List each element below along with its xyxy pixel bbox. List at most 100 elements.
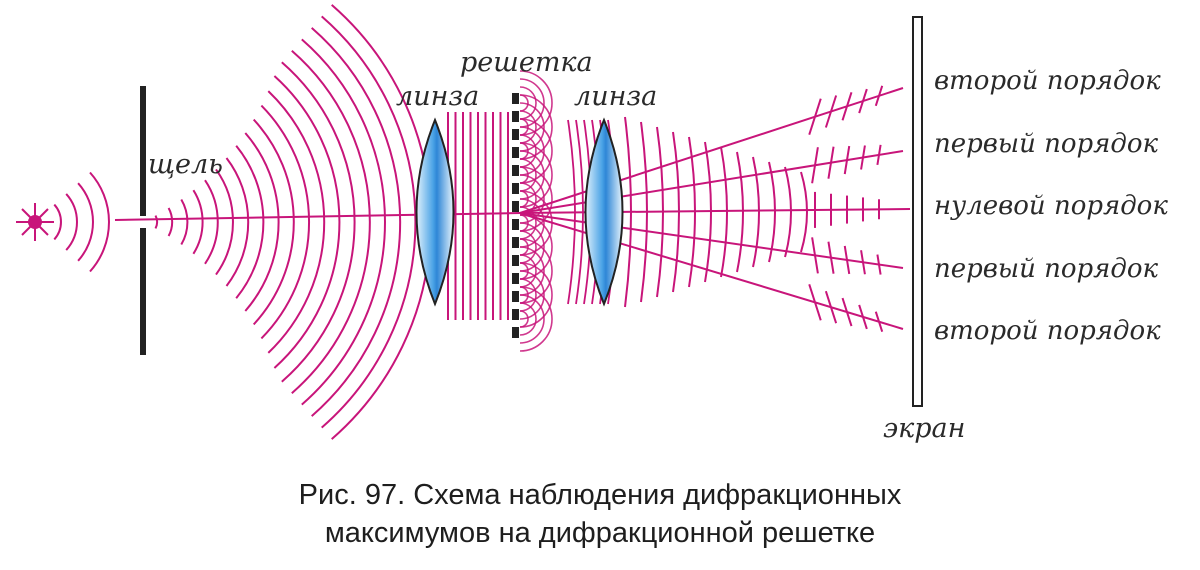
diverging-wavefront [281,61,356,383]
slit-label: щель [148,149,223,180]
outgoing-wavefront [768,161,776,263]
grating-wavelet [519,174,545,224]
diverging-wavefront [252,118,295,326]
order-wavefront-1 [811,147,819,184]
diffracted-ray-0 [519,87,904,214]
order-wavefront-4 [874,311,884,333]
grating-slit-bar [512,219,519,230]
outgoing-wavefront [736,151,744,273]
source-wavefront [65,193,78,251]
grating-slit-bar [512,309,519,320]
grating-wavelet [519,286,553,352]
figure-caption-line1: Рис. 97. Схема наблюдения дифракционных [298,479,902,511]
order-wavefront-1 [876,144,882,166]
grating-wavelet [519,310,529,328]
order-wavefront-4 [858,304,868,330]
grating-slit-bar [512,291,519,302]
light-source [16,203,54,241]
diverging-wavefront [204,179,219,265]
diverging-wavefront [180,198,189,246]
grating-wavelet [519,94,553,160]
order-wavefront-3 [827,241,835,274]
grating-wavelet [519,294,545,344]
order-wavefront-1 [827,146,835,179]
lens-right [584,117,624,307]
source-wavefront [89,171,110,273]
order-wavefront-0 [874,85,884,107]
light-rays [114,85,911,333]
order-wavefront-0 [841,91,853,121]
lens-left-label: линза [396,81,479,112]
figure-caption-line2: максимумов на дифракционной решетке [324,517,876,549]
grating-wavelet [519,230,537,264]
grating-wavelet [519,102,545,152]
grating-wavelet [519,262,553,328]
grating-slit-bar [512,129,519,140]
diffracted-ray-1 [519,150,904,214]
grating-slit-bar [512,183,519,194]
grating-wavelet [519,198,545,248]
order-label-first-top: первый порядок [934,129,1158,159]
diverging-wavefront [291,50,371,394]
grating-slit-bar [512,111,519,122]
order-label-zero: нулевой порядок [934,191,1168,221]
grating-wavelet [519,78,545,128]
diverging-wavefront [192,189,204,255]
order-wavefront-4 [808,284,822,321]
order-wavefront-0 [858,88,868,114]
grating-label: решетка [460,47,593,78]
diverging-wavefront [260,104,310,340]
grating-slit-bar [512,201,519,212]
order-wavefront-4 [841,297,853,327]
diverging-wavefront [235,145,265,299]
grating-wavelet [519,70,553,136]
order-label-second-bottom: второй порядок [934,316,1161,346]
source-wavefront [77,182,94,262]
grating-wavelet [519,246,545,296]
diverging-wavefront [225,157,250,287]
grating-wavelet [519,302,537,336]
grating-wavelet [519,278,537,312]
grating-slit-bar [512,327,519,338]
lens-left [415,117,455,307]
lens-right-label: линза [574,81,657,112]
grating-wavelet [519,142,553,208]
outgoing-wavefront [752,156,760,268]
diffracted-ray-3 [519,212,904,269]
order-label-first-bottom: первый порядок [934,254,1158,284]
incident-ray [114,212,521,221]
grating-wavelet [519,150,545,200]
grating-wavelet [519,110,537,144]
grating-wavelet [519,254,537,288]
diverging-wavefront [321,15,417,429]
grating-wavelet [519,270,545,320]
grating-slit-bar [512,237,519,248]
outgoing-wavefront [800,171,808,253]
diverging-wavefront [244,132,280,312]
diverging-wavefront [154,215,158,229]
order-wavefront-4 [824,290,838,324]
diffracted-ray-2 [519,208,911,214]
outgoing-wavefront [720,146,728,278]
order-wavefront-1 [860,145,866,170]
grating-wavelet [519,86,537,120]
grating-slit-bar [512,165,519,176]
grating-wavelet [519,166,553,232]
order-wavefront-3 [811,237,819,274]
grating-wavelet [519,158,537,192]
screen-label: экран [883,413,965,444]
diverging-wavefront [267,90,326,354]
order-wavefront-0 [808,98,822,136]
order-wavefront-3 [876,254,882,275]
grating-slit-bar [512,147,519,158]
order-wavefront-1 [843,145,851,175]
diffracted-ray-4 [519,212,904,330]
grating-slit-bar [512,255,519,266]
source-wavefront [53,203,62,241]
grating-wavelet [519,222,545,272]
screen [912,16,923,407]
grating-wavelet [519,126,545,176]
diverging-wavefront [273,75,341,369]
diverging-wavefront [215,168,234,276]
diverging-wavefront [167,207,174,237]
